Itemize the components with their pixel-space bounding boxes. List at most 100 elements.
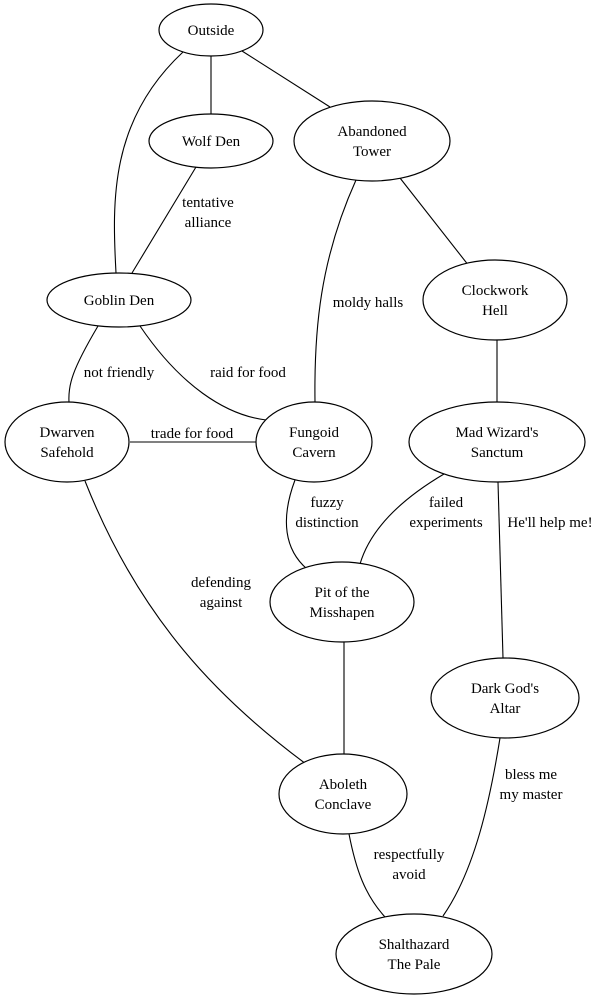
edge-line xyxy=(113,51,184,274)
node-label-line: Dark God's xyxy=(471,681,539,697)
node-label: Wolf Den xyxy=(182,134,241,150)
node-goblin-den: Goblin Den xyxy=(46,272,192,328)
edge-label-line: failed xyxy=(429,495,464,511)
node-label-line: Tower xyxy=(353,144,391,160)
node-label-line: Pit of the xyxy=(315,585,370,601)
node-ellipse xyxy=(335,913,493,995)
node-ellipse xyxy=(422,259,568,341)
edge-label-line: not friendly xyxy=(84,365,155,381)
edge-label-line: alliance xyxy=(185,215,232,231)
edge-line xyxy=(131,166,197,274)
node-ellipse xyxy=(269,561,415,643)
node-ellipse xyxy=(46,272,192,328)
node-ellipse xyxy=(430,657,580,739)
node-label-line: The Pale xyxy=(388,957,441,973)
node-label-line: Cavern xyxy=(292,445,336,461)
node-label-line: Dwarven xyxy=(40,425,95,441)
edge-goblin_den-fungoid_cavern xyxy=(139,325,267,421)
node-label-line: Conclave xyxy=(315,797,372,813)
edge-line xyxy=(348,833,386,918)
edge-goblin_den-dwarven_safehold xyxy=(68,325,99,403)
node-wolf-den: Wolf Den xyxy=(148,113,274,169)
edge-line xyxy=(497,481,504,659)
edge-line xyxy=(285,479,308,570)
edge-outside-goblin_den xyxy=(113,51,184,274)
node-label-line: Fungoid xyxy=(289,425,340,441)
node-ellipse xyxy=(293,100,451,182)
edge-label-line: my master xyxy=(500,787,563,803)
node-label-line: Aboleth xyxy=(319,777,368,793)
edge-label-line: distinction xyxy=(295,515,359,531)
edge-label: tentative alliance xyxy=(182,195,234,231)
edge-label-line: experiments xyxy=(409,515,482,531)
node-label-line: Outside xyxy=(188,23,235,39)
edge-label-line: tentative xyxy=(182,195,234,211)
edge-abandoned_tower-fungoid_cavern xyxy=(314,179,357,403)
edge-label-line: trade for food xyxy=(151,426,234,442)
node-label-line: Wolf Den xyxy=(182,134,241,150)
edge-label-line: respectfully xyxy=(374,847,445,863)
edge-wolf_den-goblin_den xyxy=(131,166,197,274)
edge-line xyxy=(359,473,445,565)
node-label-line: Mad Wizard's xyxy=(455,425,538,441)
edge-line xyxy=(399,177,470,267)
node-label: Outside xyxy=(188,23,235,39)
edge-line xyxy=(442,737,501,917)
edge-line xyxy=(139,325,267,421)
edge-line xyxy=(314,179,357,403)
edge-mad_wizards_sanctum-dark_gods_altar xyxy=(497,481,504,659)
node-ellipse xyxy=(278,753,408,835)
node-ellipse xyxy=(4,401,130,483)
edge-label: trade for food xyxy=(151,426,234,442)
edge-aboleth_conclave-shalthazard_the_pale xyxy=(348,833,386,918)
edge-label-line: defending xyxy=(191,575,251,591)
edge-label-line: raid for food xyxy=(210,365,286,381)
edge-labels-layer: tentative alliance moldy halls not friendly… xyxy=(84,195,593,883)
edge-outside-abandoned_tower xyxy=(241,50,331,108)
node-label: Goblin Den xyxy=(84,293,155,309)
edge-label: moldy halls xyxy=(333,295,404,311)
node-label-line: Hell xyxy=(482,303,508,319)
edge-dwarven_safehold-aboleth_conclave xyxy=(84,480,307,765)
node-ellipse xyxy=(408,401,586,483)
edge-dark_gods_altar-shalthazard_the_pale xyxy=(442,737,501,917)
edge-label: failed experiments xyxy=(409,495,482,531)
node-label-line: Altar xyxy=(490,701,521,717)
edge-line xyxy=(241,50,331,108)
node-label-line: Clockwork xyxy=(462,283,529,299)
node-label-line: Sanctum xyxy=(471,445,524,461)
edges-layer xyxy=(68,50,504,918)
node-ellipse xyxy=(148,113,274,169)
edge-mad_wizards_sanctum-pit_of_the_misshapen xyxy=(359,473,445,565)
edge-line xyxy=(68,325,99,403)
edge-fungoid_cavern-pit_of_the_misshapen xyxy=(285,479,308,570)
node-label-line: Shalthazard xyxy=(379,937,450,953)
edge-label: raid for food xyxy=(210,365,286,381)
edge-label: not friendly xyxy=(84,365,155,381)
edge-label-line: against xyxy=(200,595,243,611)
node-ellipse xyxy=(255,401,373,483)
edge-label-line: He'll help me! xyxy=(507,515,592,531)
edge-label-line: bless me xyxy=(505,767,557,783)
edge-line xyxy=(84,480,307,765)
